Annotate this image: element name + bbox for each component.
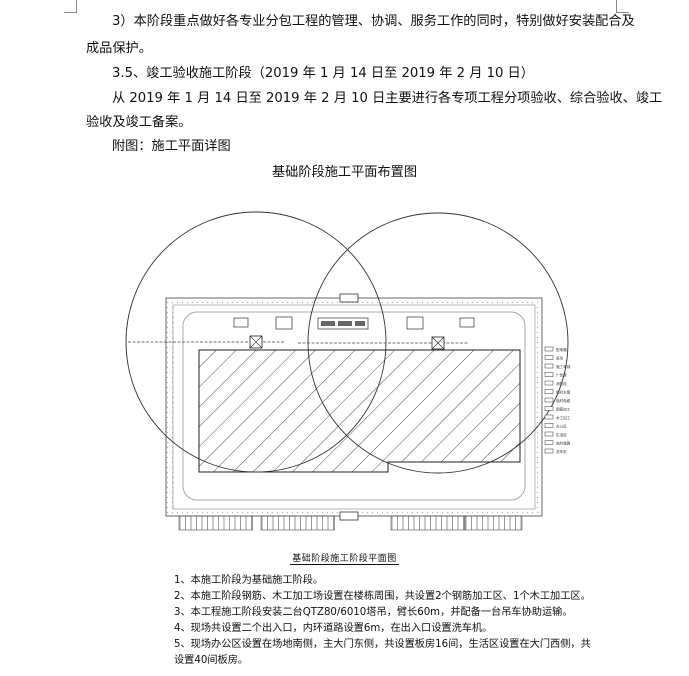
legend-swatch: [544, 372, 554, 377]
site-plan-drawing: 配电箱塔吊施工电梯广告牌消防栓临时水管临时电缆钢筋加工木工加工办公区生活区临时道…: [125, 211, 571, 531]
ring-road: [182, 311, 526, 501]
legend-swatch: [544, 397, 554, 403]
south-temporary-buildings: [178, 515, 523, 531]
tower-crane-radius-west: [125, 211, 387, 473]
temporary-building-block: [178, 515, 253, 531]
legend-swatch: [544, 380, 554, 386]
legend-label: 木工加工: [556, 415, 571, 420]
figure-caption: 基础阶段施工阶段平面图: [290, 554, 399, 565]
legend-swatch: [544, 355, 554, 360]
legend-swatch: [544, 389, 554, 394]
legend-label: 临时电缆: [556, 398, 571, 403]
page-corner-mark-top-left: [64, 0, 77, 13]
figure-title: 基础阶段施工平面布置图: [271, 165, 418, 180]
note-line-1: 1、本施工阶段为基础施工阶段。: [174, 575, 324, 586]
paragraph-1-line-2: 成品保护。: [86, 41, 152, 56]
note-line-3: 3、本工程施工阶段安装二台QTZ80/6010塔吊，臂长60m，并配备一台吊车协…: [174, 607, 573, 618]
legend: 配电箱塔吊施工电梯广告牌消防栓临时水管临时电缆钢筋加工木工加工办公区生活区临时道…: [544, 346, 571, 454]
legend-swatch: [544, 406, 554, 411]
legend-swatch: [544, 414, 554, 420]
south-gate: [339, 511, 359, 521]
north-gate: [339, 293, 359, 303]
page-corner-mark-top-right: [616, 0, 629, 13]
paragraph-2-line-1: 从 2019 年 1 月 14 日至 2019 年 2 月 10 日主要进行各专…: [112, 91, 663, 106]
legend-label: 塔吊: [556, 356, 564, 361]
legend-label: 钢筋加工: [556, 407, 571, 412]
note-line-4: 4、现场共设置二个出入口，内环道路设置6m，在出入口设置洗车机。: [174, 623, 493, 634]
legend-label: 消防栓: [556, 381, 567, 386]
temporary-building-block: [390, 515, 465, 531]
legend-swatch: [544, 346, 554, 352]
legend-swatch: [544, 363, 554, 369]
legend-swatch: [544, 448, 554, 454]
paragraph-1-line-1: 3）本阶段重点做好各专业分包工程的管理、协调、服务工作的同时，特别做好安装配合及: [112, 14, 635, 29]
legend-label: 配电箱: [556, 347, 567, 352]
temporary-building-block: [464, 515, 523, 531]
paragraph-2-line-2: 验收及竣工备案。: [86, 115, 192, 130]
building-footprint: [198, 349, 521, 473]
note-line-5: 5、现场办公区设置在场地南侧，主大门东侧，共设置板房16间，生活区设置在大门西侧…: [174, 639, 591, 650]
attachment-label: 附图：施工平面详图: [112, 139, 231, 154]
note-line-2: 2、本施工阶段钢筋、木工加工场设置在楼栋周围，共设置2个钢筋加工区、1个木工加工…: [174, 591, 591, 602]
legend-swatch: [544, 440, 554, 445]
legend-label: 生活区: [556, 432, 567, 437]
legend-label: 施工电梯: [556, 364, 571, 369]
legend-swatch: [544, 423, 554, 428]
section-heading-3-5: 3.5、竣工验收施工阶段（2019 年 1 月 14 日至 2019 年 2 月…: [112, 66, 534, 81]
legend-swatch: [544, 431, 554, 437]
temporary-building-block: [260, 515, 335, 531]
legend-label: 洗车机: [556, 449, 567, 454]
legend-label: 临时水管: [556, 390, 571, 395]
legend-label: 办公区: [556, 424, 567, 429]
note-line-6: 设置40间板房。: [174, 655, 249, 666]
legend-label: 广告牌: [556, 373, 567, 378]
legend-label: 临时道路: [556, 441, 571, 446]
